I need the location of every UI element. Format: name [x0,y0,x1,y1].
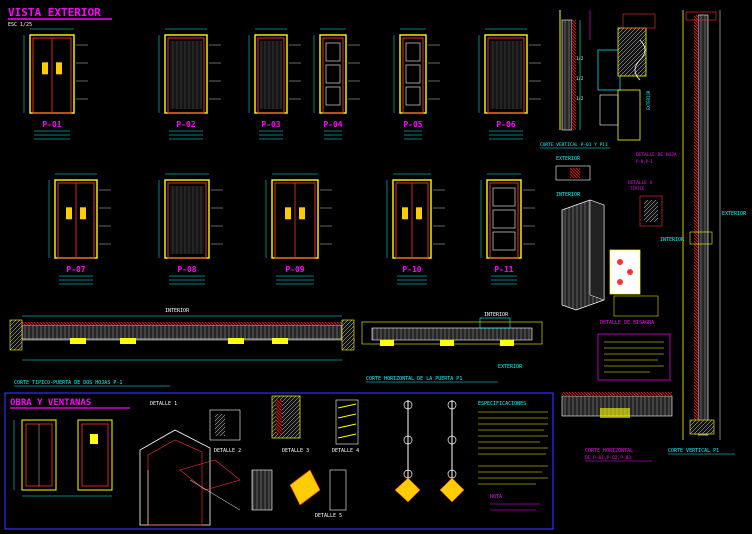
exterior-label-hinge: EXTERIOR [556,156,581,162]
horizontal-interior-label: INTERIOR [484,312,509,318]
door-p-05: P-05 [393,28,440,140]
door-p-11: P-11 [480,173,535,285]
exterior-label-right: EXTERIOR [722,211,747,217]
door-code-label: P-08 [177,265,196,274]
door-p-10: P-10 [386,173,445,285]
door-code-label: P-04 [323,120,342,129]
door-code-label: P-07 [66,265,85,274]
horizontal-cut-p1-sub: DE P-01,P-02,P-03 [585,455,631,461]
door-p-08: P-08 [158,173,223,285]
door-code-label: P-02 [176,120,195,129]
interior-label-right: INTERIOR [660,237,685,243]
door-p-02: P-02 [158,28,221,140]
svg-text:1/2: 1/2 [576,56,584,61]
specs-title: ESPECIFICACIONES [478,401,526,407]
door-code-label: P-05 [403,120,422,129]
door-code-label: P-10 [402,265,421,274]
exterior-label-top: EXTERIOR [646,90,651,110]
detail-x-sub: TIPICO [630,186,645,191]
horizontal-exterior-label: EXTERIOR [498,364,523,370]
door-p-06: P-06 [478,28,541,140]
door-elevations-row-2: P-07 P-08 P-09 P-10 P-11 [48,173,535,285]
door-p-04: P-04 [313,28,360,140]
vertical-cut-top: 1/2 1/2 1/2 CORTE VERTICAL P-01 Y P11 [540,10,610,149]
detail-1-label: DETALLE 1 [150,401,177,407]
detail-hinge-label: DETALLE DE BISAGRA [600,320,654,326]
door-p-03: P-03 [248,28,301,140]
detail-x-label: DETALLE X [628,180,653,186]
typical-cut-label: CORTE TIPICO-PUERTA DE DOS HOJAS P-1 [14,380,122,386]
elevations-title: VISTA EXTERIOR [8,6,101,19]
door-code-label: P-06 [496,120,515,129]
vertical-cut-p1-label: CORTE VERTICAL P1 [668,448,719,454]
windows-title: OBRA Y VENTANAS [10,398,91,408]
vertical-cut-top-label: CORTE VERTICAL P-01 Y P11 [540,142,608,148]
interior-label-hinge: INTERIOR [556,192,581,198]
svg-text:1/2: 1/2 [576,96,584,101]
door-p-09: P-09 [265,173,332,285]
horizontal-cut-label: CORTE HORIZONTAL DE LA PUERTA P1 [366,376,462,382]
vertical-cut-p1: EXTERIOR INTERIOR CORTE VERTICAL P1 [660,10,747,455]
horizontal-cut-p1-label: CORTE HORIZONTAL [585,448,633,454]
door-elevations-row-1: P-01 P-02 P-03 P-04 P-05 P-06 [23,28,541,140]
door-code-label: P-03 [261,120,280,129]
hinge-detail: EXTERIOR INTERIOR DETALLE DE BISAGRA DET… [555,156,663,326]
elevations-scale: ESC 1/25 [8,22,32,28]
typical-cut: INTERIOR CORTE TIPICO-PUERTA DE DOS HOJA… [9,308,355,387]
horizontal-cut: INTERIOR EXTERIOR CORTE HORIZONTAL DE LA… [361,312,543,383]
notes-box-right [597,333,671,381]
door-code-label: P-09 [285,265,304,274]
detail-3-label: DETALLE 3 [282,448,309,454]
door-p-07: P-07 [48,173,111,285]
door-code-label: P-11 [494,265,513,274]
door-p-01: P-01 [23,28,88,140]
detail-sheet-label: DETALLE DE HOJA [636,152,677,158]
detail-sheet-sub: P-0,P-1 [636,159,653,164]
notes-title: NOTA [490,494,502,500]
detail-profiles: DETALLE DE HOJA P-0,P-1 EXTERIOR [597,13,677,164]
door-code-label: P-01 [42,120,61,129]
detail-4-label: DETALLE 4 [332,448,359,454]
horizontal-cut-p1: CORTE HORIZONTAL DE P-01,P-02,P-03 [561,392,673,462]
typical-interior-label: INTERIOR [165,308,190,314]
detail-2-label: DETALLE 2 [214,448,241,454]
detail-5-label: DETALLE 5 [315,513,342,519]
svg-text:1/2: 1/2 [576,76,584,81]
windows-section: OBRA Y VENTANAS DETALLE 1 DETALLE 2 DETA… [4,392,554,530]
